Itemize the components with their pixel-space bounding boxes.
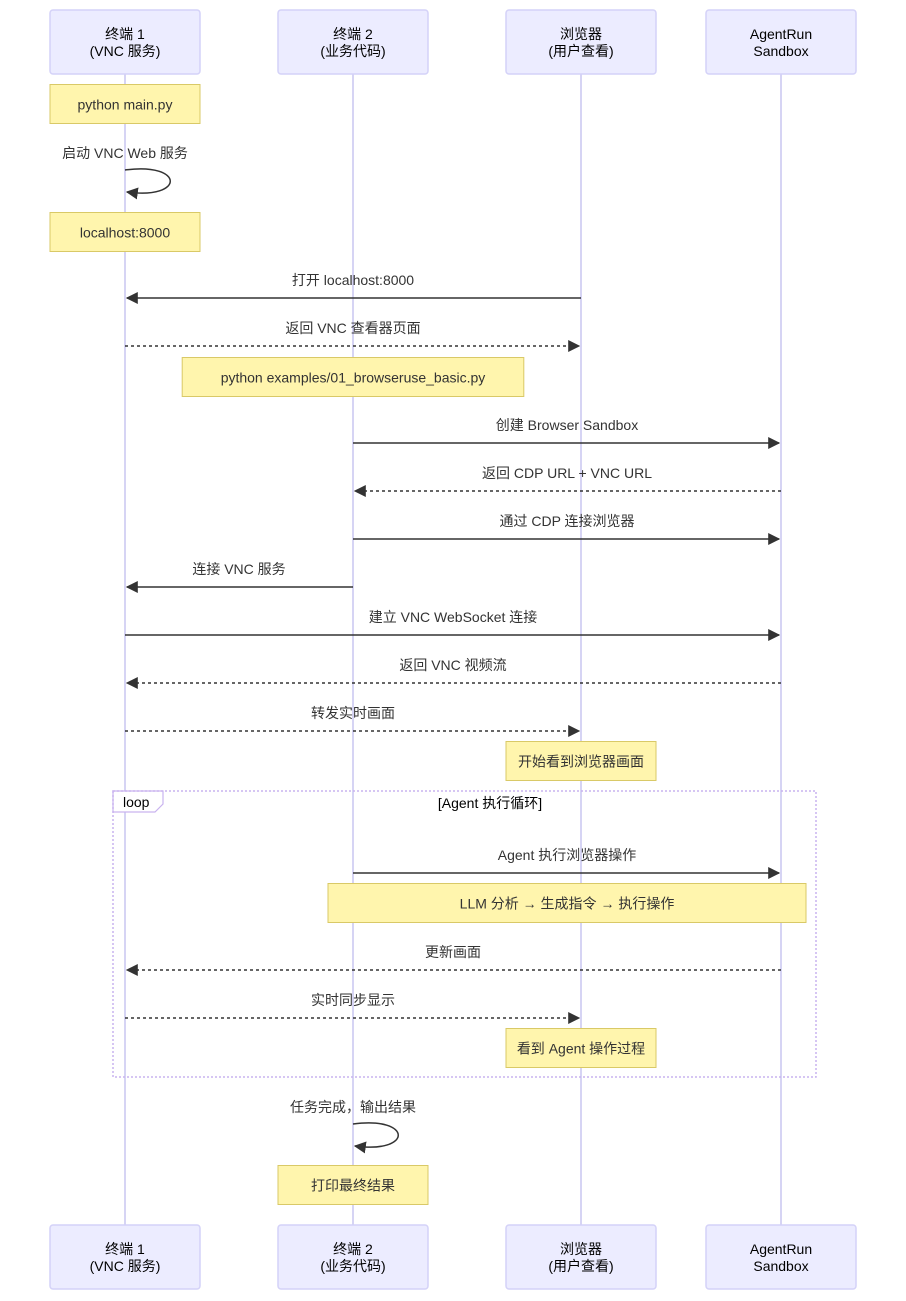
message: 通过 CDP 连接浏览器	[353, 513, 781, 545]
message: 返回 VNC 视频流	[125, 657, 781, 689]
actor-subtitle: (VNC 服务)	[90, 43, 161, 59]
message: 返回 VNC 查看器页面	[125, 320, 581, 352]
loop-label: loop	[123, 794, 150, 810]
message: 启动 VNC Web 服务	[62, 145, 188, 200]
actor-name: 浏览器	[560, 26, 602, 42]
note: 看到 Agent 操作过程	[505, 1028, 657, 1068]
actor-t1-bottom: 终端 1(VNC 服务)	[49, 1224, 201, 1290]
actor-name: AgentRun	[750, 1241, 812, 1257]
actor-box	[505, 1224, 657, 1290]
actor-br-top: 浏览器(用户查看)	[505, 9, 657, 75]
loop-header: loop [Agent 执行循环]	[112, 790, 542, 813]
note-box	[505, 1028, 657, 1068]
message: 更新画面	[125, 944, 781, 976]
message-label: 启动 VNC Web 服务	[62, 145, 188, 161]
actor-name: 终端 1	[105, 26, 145, 42]
actor-box	[49, 1224, 201, 1290]
actor-name: 终端 2	[333, 26, 373, 42]
actor-subtitle: (业务代码)	[320, 43, 385, 59]
message-label: 任务完成，输出结果	[290, 1099, 416, 1115]
message-label: 建立 VNC WebSocket 连接	[369, 609, 538, 625]
note-box	[49, 84, 201, 124]
note-text: localhost:8000	[80, 225, 171, 241]
note-text: python examples/01_browseruse_basic.py	[221, 370, 486, 386]
message: 建立 VNC WebSocket 连接	[125, 609, 781, 641]
actor-box	[277, 9, 429, 75]
actor-box	[705, 9, 857, 75]
message: 返回 CDP URL + VNC URL	[353, 465, 781, 497]
actor-subtitle: (业务代码)	[320, 1258, 385, 1274]
message: 转发实时画面	[125, 705, 581, 737]
message: 打开 localhost:8000	[125, 272, 581, 304]
message: 实时同步显示	[125, 992, 581, 1024]
note: localhost:8000	[49, 212, 201, 252]
self-arrow	[352, 1122, 399, 1154]
message: Agent 执行浏览器操作	[353, 847, 781, 879]
note-box	[277, 1165, 429, 1205]
note-text: 打印最终结果	[311, 1178, 395, 1194]
message-label: 实时同步显示	[311, 992, 395, 1008]
actor-subtitle: Sandbox	[753, 43, 808, 59]
loop-frame	[112, 790, 817, 1078]
actor-box	[277, 1224, 429, 1290]
loop-title: [Agent 执行循环]	[438, 795, 542, 811]
actor-box	[49, 9, 201, 75]
actor-name: AgentRun	[750, 26, 812, 42]
message-label: 转发实时画面	[311, 705, 395, 721]
message-label: 打开 localhost:8000	[292, 272, 414, 288]
note: 打印最终结果	[277, 1165, 429, 1205]
message-label: 创建 Browser Sandbox	[496, 417, 638, 433]
note-box	[327, 883, 807, 923]
note: python main.py	[49, 84, 201, 124]
note: LLM 分析 → 生成指令 → 执行操作	[327, 883, 807, 923]
actor-t2-bottom: 终端 2(业务代码)	[277, 1224, 429, 1290]
actor-name: 浏览器	[560, 1241, 602, 1257]
message-label: 返回 CDP URL + VNC URL	[482, 465, 652, 481]
actor-box	[505, 9, 657, 75]
actor-subtitle: (用户查看)	[548, 43, 613, 59]
actor-t1-top: 终端 1(VNC 服务)	[49, 9, 201, 75]
actor-subtitle: (用户查看)	[548, 1258, 613, 1274]
message-label: 更新画面	[425, 944, 481, 960]
message-label: 通过 CDP 连接浏览器	[499, 513, 634, 529]
actor-subtitle: Sandbox	[753, 1258, 808, 1274]
note: 开始看到浏览器画面	[505, 741, 657, 781]
actor-br-bottom: 浏览器(用户查看)	[505, 1224, 657, 1290]
message-label: 返回 VNC 查看器页面	[285, 320, 420, 336]
message-label: 连接 VNC 服务	[192, 561, 285, 577]
message-label: Agent 执行浏览器操作	[498, 847, 636, 863]
self-arrow	[124, 168, 171, 200]
message: 连接 VNC 服务	[125, 561, 353, 593]
note-text: 开始看到浏览器画面	[518, 754, 644, 770]
message: 创建 Browser Sandbox	[353, 417, 781, 449]
message-label: 返回 VNC 视频流	[399, 657, 506, 673]
actor-name: 终端 1	[105, 1241, 145, 1257]
actor-subtitle: (VNC 服务)	[90, 1258, 161, 1274]
note: python examples/01_browseruse_basic.py	[181, 357, 525, 397]
note-box	[505, 741, 657, 781]
note-box	[49, 212, 201, 252]
note-text: 看到 Agent 操作过程	[517, 1041, 645, 1057]
note-text: LLM 分析 → 生成指令 → 执行操作	[460, 896, 675, 912]
message: 任务完成，输出结果	[290, 1099, 416, 1154]
actor-name: 终端 2	[333, 1241, 373, 1257]
actor-box	[705, 1224, 857, 1290]
note-text: python main.py	[78, 97, 173, 113]
note-box	[181, 357, 525, 397]
actor-t2-top: 终端 2(业务代码)	[277, 9, 429, 75]
